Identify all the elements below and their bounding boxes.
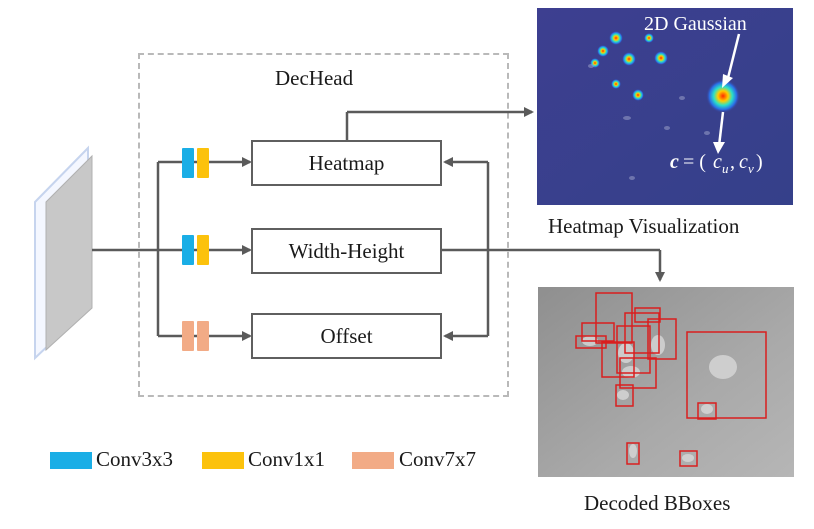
offset-box: Offset	[251, 313, 442, 359]
svg-text:c: c	[739, 151, 748, 173]
input-feature-map	[34, 145, 93, 361]
width-height-box: Width-Height	[251, 228, 442, 274]
dechead-title: DecHead	[275, 66, 354, 90]
conv1x1-block-width-height	[197, 235, 209, 265]
offset-box-label: Offset	[320, 323, 373, 348]
width-height-box-label: Width-Height	[288, 238, 405, 263]
svg-text:v: v	[748, 161, 754, 176]
svg-text:= (: = (	[683, 151, 706, 173]
dechead-frame	[138, 53, 509, 397]
conv3x3-block-width-height	[182, 235, 194, 265]
conv1x1-block-heatmap	[197, 148, 209, 178]
legend-label-conv7x7: Conv7x7	[399, 447, 477, 471]
heatmap-visualization-caption: Heatmap Visualization	[548, 214, 740, 238]
gaussian-annotation: 2D Gaussian	[644, 13, 747, 35]
conv3x3-block-heatmap	[182, 148, 194, 178]
legend-swatch-conv7x7	[352, 452, 394, 469]
svg-text:c: c	[713, 151, 722, 173]
svg-text:): )	[756, 151, 763, 173]
heatmap-visualization-image: c = ( c u , c v ) 2D Gaussian	[537, 8, 793, 205]
conv7x7-block-offset-b	[197, 321, 209, 351]
legend-label-conv3x3: Conv3x3	[96, 447, 174, 471]
heatmap-box-label: Heatmap	[308, 150, 385, 175]
decoded-bboxes-image	[538, 287, 794, 477]
legend-swatch-conv3x3	[50, 452, 92, 469]
legend-label-conv1x1: Conv1x1	[248, 447, 326, 471]
legend-swatch-conv1x1	[202, 452, 244, 469]
heatmap-box: Heatmap	[251, 140, 442, 186]
decoded-bboxes-caption: Decoded BBoxes	[584, 491, 731, 515]
svg-text:u: u	[722, 161, 729, 176]
conv7x7-block-offset-a	[182, 321, 194, 351]
svg-text:,: ,	[730, 151, 735, 173]
svg-text:c: c	[670, 151, 679, 173]
